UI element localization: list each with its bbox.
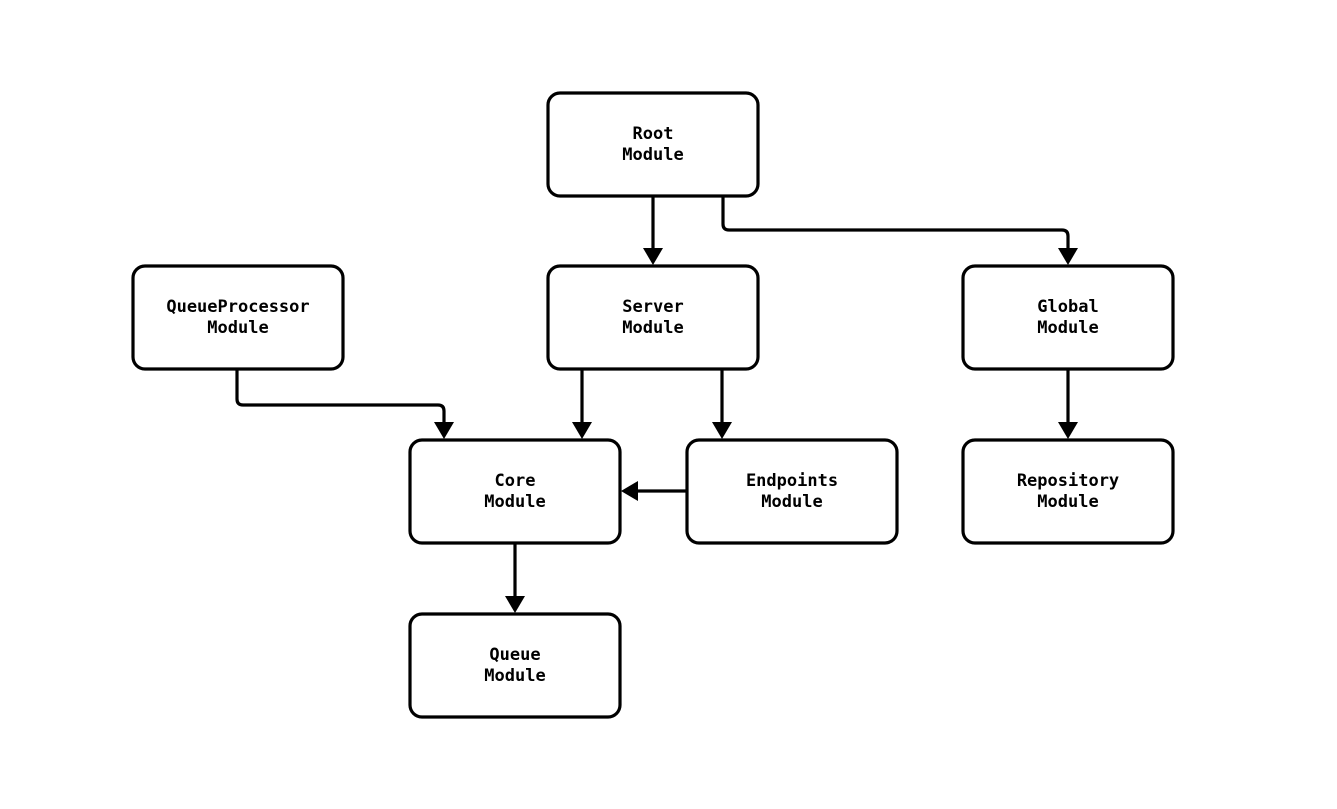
edge-root-to-global-arrowhead-icon — [1058, 248, 1078, 265]
edge-global-to-repository — [1058, 369, 1078, 439]
edge-root-to-global-line — [721, 196, 1070, 250]
queue-module-node-label-line2: Module — [484, 666, 545, 686]
endpoints-module-node-label-line2: Module — [761, 492, 822, 512]
root-module-node-box[interactable] — [546, 91, 760, 198]
edge-endpoints-to-core-arrowhead-icon — [621, 481, 638, 501]
repository-module-node-label-line2: Module — [1037, 492, 1098, 512]
edge-root-to-global — [721, 196, 1078, 265]
core-module-node-label-line1: Core — [495, 471, 536, 491]
queueprocessor-module-node-label-line2: Module — [207, 318, 268, 338]
edge-server-to-core-arrowhead-icon — [572, 422, 592, 439]
global-module-node-label-line2: Module — [1037, 318, 1098, 338]
queue-module-node-label-line1: Queue — [489, 645, 540, 665]
root-module-node-label-line1: Root — [633, 124, 674, 144]
edge-root-to-server-arrowhead-icon — [643, 248, 663, 265]
edge-global-to-repository-arrowhead-icon — [1058, 422, 1078, 439]
edge-server-to-endpoints-arrowhead-icon — [712, 422, 732, 439]
repository-module-node-label-line1: Repository — [1017, 471, 1119, 491]
core-module-node-box[interactable] — [408, 438, 622, 545]
global-module-node-box[interactable] — [961, 264, 1175, 371]
edge-core-to-queue — [505, 543, 525, 613]
queue-module-node-box[interactable] — [408, 612, 622, 719]
endpoints-module-node-label-line1: Endpoints — [746, 471, 838, 491]
edge-queueprocessor-to-core-line — [235, 369, 446, 424]
global-module-node-label-line1: Global — [1037, 297, 1098, 317]
server-module-node-label-line2: Module — [622, 318, 683, 338]
queueprocessor-module-node-label-line1: QueueProcessor — [166, 297, 309, 317]
edge-root-to-server — [643, 196, 663, 265]
server-module-node-label-line1: Server — [622, 297, 683, 317]
edge-queueprocessor-to-core — [235, 369, 454, 439]
repository-module-node-box[interactable] — [961, 438, 1175, 545]
edge-queueprocessor-to-core-arrowhead-icon — [434, 422, 454, 439]
edge-server-to-endpoints — [712, 369, 732, 439]
edge-endpoints-to-core — [621, 481, 687, 501]
root-module-node-label-line2: Module — [622, 145, 683, 165]
core-module-node-label-line2: Module — [484, 492, 545, 512]
endpoints-module-node-box[interactable] — [685, 438, 899, 545]
edges-layer — [235, 196, 1078, 613]
server-module-node-box[interactable] — [546, 264, 760, 371]
edge-server-to-core — [572, 369, 592, 439]
queueprocessor-module-node-box[interactable] — [131, 264, 345, 371]
edge-core-to-queue-arrowhead-icon — [505, 596, 525, 613]
